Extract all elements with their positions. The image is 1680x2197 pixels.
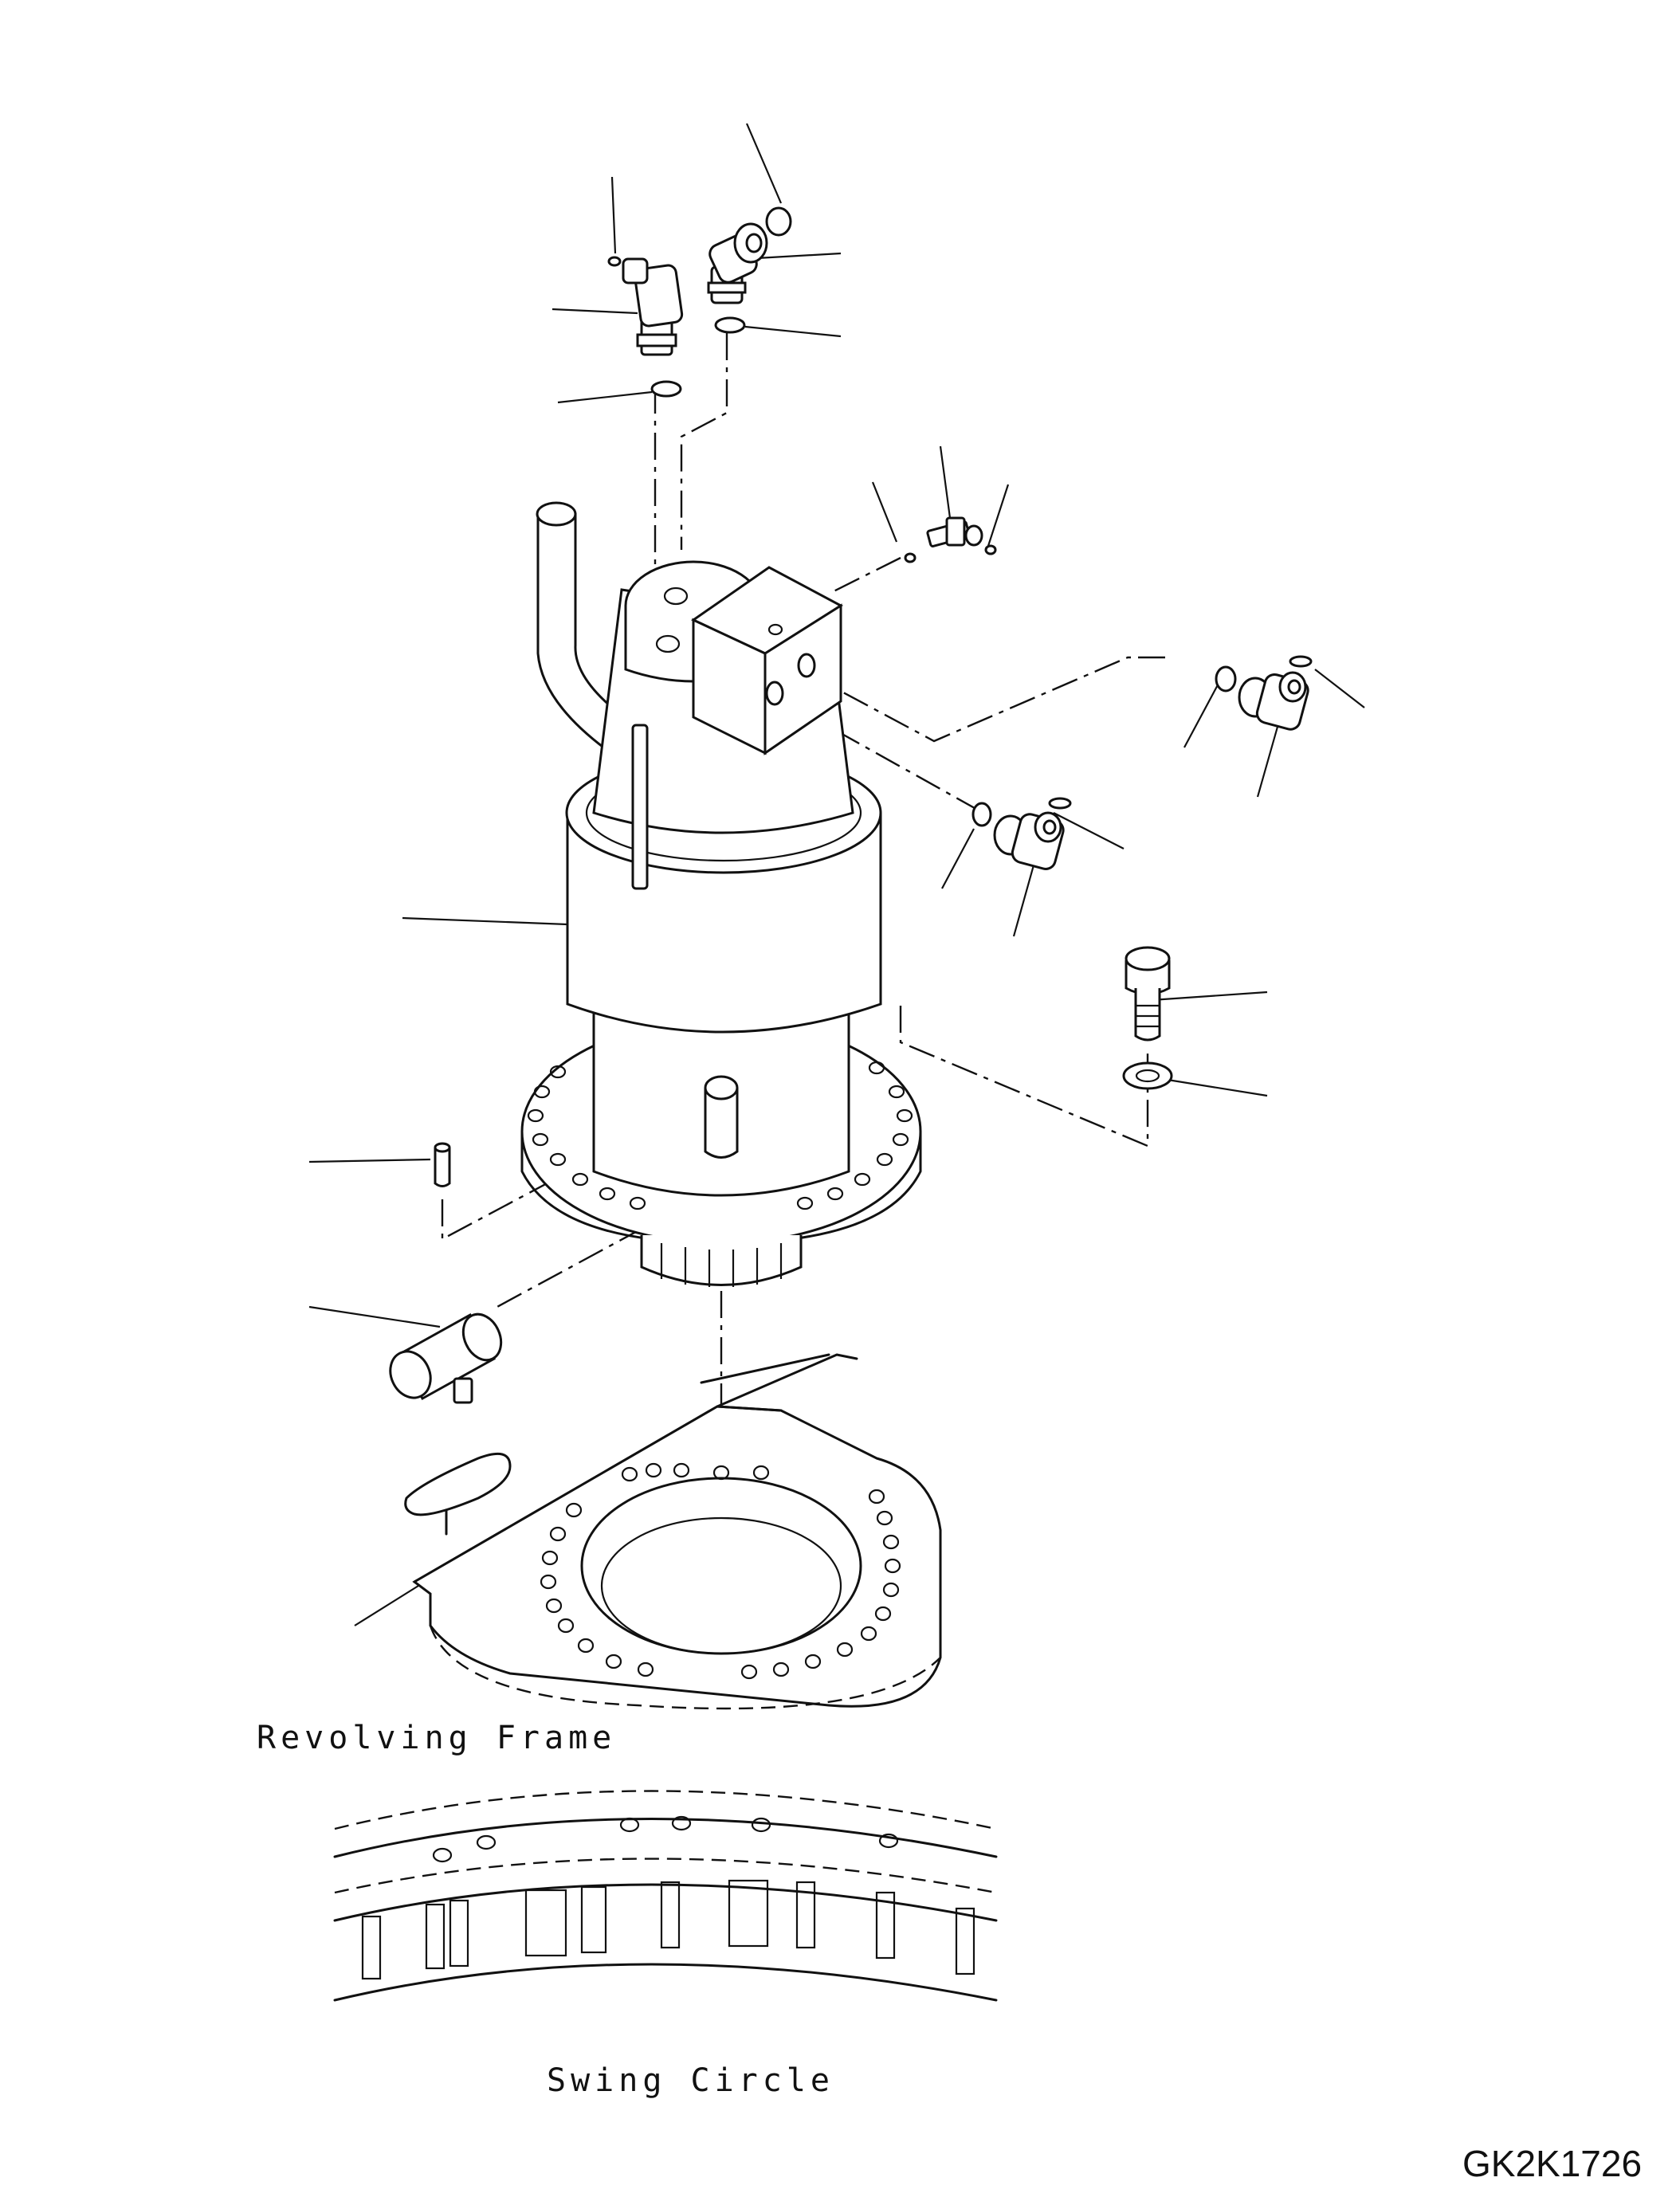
swing-circle-bolt-holes [432,1815,899,1863]
flange-bolt-holes [527,1061,913,1210]
assembly-center-lines [441,333,1165,1490]
drawing-code: GK2K1726 [1462,2143,1643,2184]
swing-sensor [389,1312,503,1404]
dowel-pin [434,1142,451,1187]
swing-circle-teeth [361,1879,975,1980]
revolving-frame-plate [404,1353,942,1710]
elbow-fitting-right-lower [993,811,1065,870]
hex-bolt [1125,946,1171,1042]
o-rings [607,206,1313,827]
washer [1122,1061,1173,1090]
elbow-fitting-top-right [707,222,768,304]
elbow-fitting-top-left [622,257,684,356]
frame-bolt-holes [540,1462,901,1680]
revolving-frame-label: Revolving Frame [257,1720,617,1756]
swing-circle-ring [333,1790,998,2002]
tee-fitting-small [926,516,983,547]
elbow-fitting-right-upper [1238,671,1309,731]
swing-circle-label: Swing Circle [547,2062,834,2099]
leader-lines [308,123,1365,1626]
swivel-joint-body [520,501,922,1287]
